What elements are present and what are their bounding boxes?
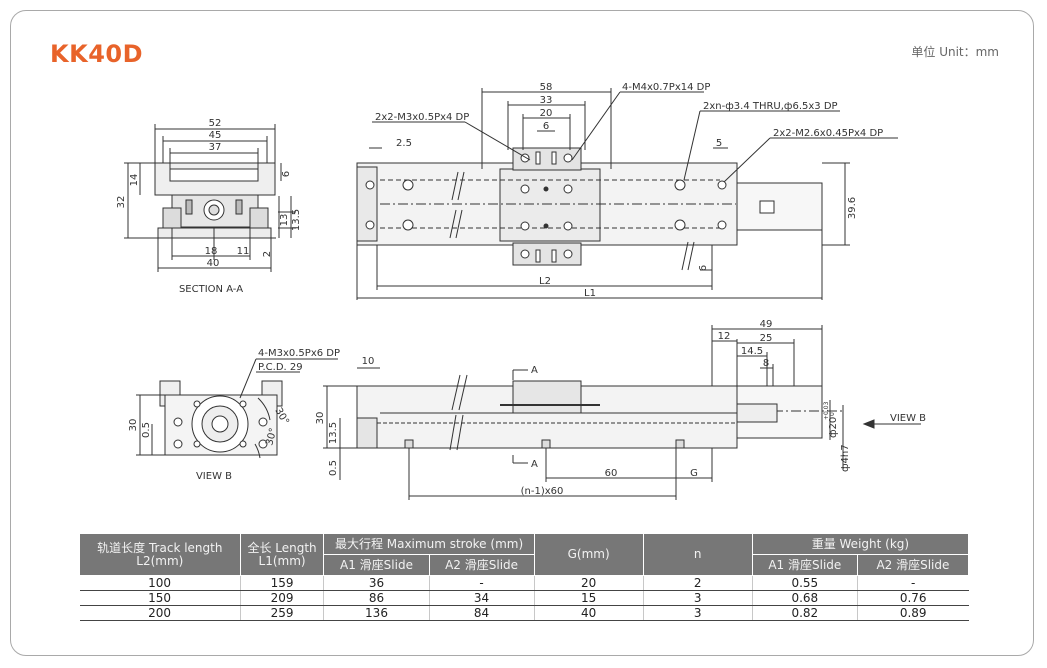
- th-weight-a2: A2 滑座Slide: [856, 554, 970, 576]
- view-b-arrow-label: VIEW B: [890, 413, 926, 424]
- table-cell: 36: [323, 575, 430, 591]
- dim-g: G: [690, 468, 698, 479]
- table-cell: 2: [642, 575, 753, 591]
- table-cell: 20: [533, 575, 644, 591]
- table-row: 200 259 136 84 40 3 0.82 0.89: [79, 605, 969, 621]
- dim-45: 45: [209, 130, 222, 141]
- th-track-length: 轨道长度 Track length L2(mm): [79, 533, 241, 576]
- table-cell: 3: [642, 605, 753, 621]
- table-row: 150 209 86 34 15 3 0.68 0.76: [79, 590, 969, 606]
- dim-52: 52: [209, 118, 222, 129]
- dim-6-top: 6: [543, 121, 549, 132]
- tolerance-lower: 0: [829, 412, 836, 416]
- dim-37: 37: [209, 142, 222, 153]
- dim-5: 5: [716, 138, 722, 149]
- table-cell: 0.82: [751, 605, 858, 621]
- table-cell: 0.76: [856, 590, 969, 606]
- dim-view-b-30: 30: [128, 419, 139, 432]
- table-cell: 0.89: [856, 605, 969, 621]
- table-cell: 15: [533, 590, 644, 606]
- dim-40: 40: [207, 258, 220, 269]
- table-cell: 209: [239, 590, 325, 606]
- dim-11: 11: [237, 246, 250, 257]
- tolerance-upper: +0.03: [823, 401, 830, 420]
- note-view-b-m3: 4-M3x0.5Px6 DP: [258, 348, 340, 359]
- th-g: G(mm): [533, 533, 644, 576]
- section-mark-a-bottom: A: [531, 459, 538, 470]
- dim-side-0-5: 0.5: [328, 460, 339, 476]
- table-row: 100 159 36 - 20 2 0.55 -: [79, 575, 969, 591]
- dim-2: 2: [262, 251, 273, 257]
- dim-view-b-0-5: 0.5: [141, 422, 152, 438]
- table-cell: 84: [428, 605, 535, 621]
- dim-phi-4h7: ф4h7: [840, 444, 851, 472]
- dim-2-5: 2.5: [396, 138, 412, 149]
- th-full-length: 全长 Length L1(mm): [239, 533, 325, 576]
- dim-6: 6: [281, 171, 292, 177]
- table-cell: 100: [79, 575, 241, 591]
- angle-30-b: 30°: [264, 427, 279, 447]
- dim-side-13-5: 13.5: [328, 422, 339, 444]
- table-cell: 34: [428, 590, 535, 606]
- dim-n-1-x60: (n-1)x60: [521, 486, 564, 497]
- dim-l1: L1: [584, 288, 596, 299]
- dim-20: 20: [540, 108, 553, 119]
- dim-14: 14: [129, 174, 140, 187]
- table-cell: 86: [323, 590, 430, 606]
- note-m3-holes: 2x2-M3x0.5Px4 DP: [375, 112, 469, 123]
- table-cell: 40: [533, 605, 644, 621]
- th-max-stroke: 最大行程 Maximum stroke (mm): [323, 533, 535, 555]
- spec-table: 轨道长度 Track length L2(mm) 全长 Length L1(mm…: [79, 533, 970, 621]
- dim-side-30: 30: [315, 412, 326, 425]
- dim-6-right: 6: [698, 265, 709, 271]
- note-m26-holes: 2x2-M2.6x0.45Px4 DP: [773, 128, 883, 139]
- top-view: [356, 88, 898, 300]
- dim-13: 13: [279, 214, 290, 227]
- dim-8: 8: [763, 358, 769, 369]
- th-n: n: [642, 533, 753, 576]
- th-weight: 重量 Weight (kg): [751, 533, 970, 555]
- table-cell: 259: [239, 605, 325, 621]
- dim-l2: L2: [539, 276, 551, 287]
- dim-58: 58: [540, 82, 553, 93]
- table-cell: 136: [323, 605, 430, 621]
- dim-12: 12: [718, 331, 731, 342]
- dim-18: 18: [205, 246, 218, 257]
- note-pcd: P.C.D. 29: [258, 362, 303, 373]
- dim-phi-20: ф20: [828, 417, 839, 438]
- table-cell: -: [428, 575, 535, 591]
- th-stroke-a2: A2 滑座Slide: [428, 554, 535, 576]
- table-cell: 200: [79, 605, 241, 621]
- note-thru-holes: 2xn-ф3.4 THRU,ф6.5x3 DP: [703, 101, 838, 112]
- product-title: KK40D: [50, 40, 144, 68]
- dim-33: 33: [540, 95, 553, 106]
- table-cell: 0.55: [751, 575, 858, 591]
- view-b: [136, 358, 338, 459]
- section-a-a-view: [124, 124, 296, 272]
- dim-14-5: 14.5: [741, 346, 763, 357]
- th-weight-a1: A1 滑座Slide: [751, 554, 858, 576]
- table-cell: 0.68: [751, 590, 858, 606]
- dim-49: 49: [760, 319, 773, 330]
- note-m4-holes: 4-M4x0.7Px14 DP: [622, 82, 710, 93]
- table-cell: 150: [79, 590, 241, 606]
- unit-note: 单位 Unit：mm: [911, 45, 999, 59]
- dim-39-6: 39.6: [847, 197, 858, 219]
- section-caption: SECTION A-A: [179, 284, 243, 295]
- table-cell: 159: [239, 575, 325, 591]
- dim-32: 32: [116, 196, 127, 209]
- section-mark-a-top: A: [531, 365, 538, 376]
- dim-60: 60: [605, 468, 618, 479]
- table-cell: -: [856, 575, 969, 591]
- th-stroke-a1: A1 滑座Slide: [323, 554, 430, 576]
- side-view: [323, 325, 921, 500]
- view-b-caption: VIEW B: [196, 471, 232, 482]
- dim-25: 25: [760, 333, 773, 344]
- table-cell: 3: [642, 590, 753, 606]
- dim-10: 10: [362, 356, 375, 367]
- dim-13-5: 13.5: [291, 209, 302, 231]
